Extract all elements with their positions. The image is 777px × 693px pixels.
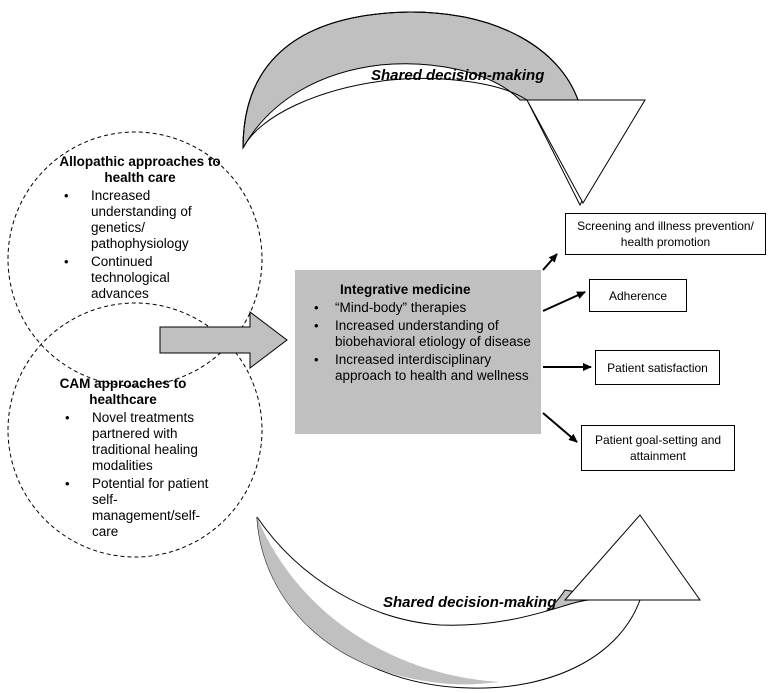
allopathic-circle: [7, 131, 263, 387]
top-arrow-head: [526, 99, 646, 205]
integrative-bullet: Increased understanding of biobehavioral…: [307, 318, 533, 350]
arrow-to-goal-setting: [542, 412, 578, 443]
cam-circle: [7, 302, 263, 558]
bottom-curved-arrow: [256, 514, 701, 689]
cam-bullet-list: Novel treatments partnered with traditio…: [65, 410, 225, 540]
outcome-screening-box: Screening and illness prevention/ health…: [565, 213, 766, 255]
integrative-title: Integrative medicine: [340, 282, 471, 297]
top-arrow-label: Shared decision-making: [371, 67, 545, 84]
bottom-arrow-label: Shared decision-making: [383, 594, 557, 611]
outcome-satisfaction-label: Patient satisfaction: [607, 360, 708, 375]
allopathic-bullet: Continued technological advances: [64, 254, 226, 302]
outcome-screening-label: Screening and illness prevention/ health…: [577, 219, 754, 249]
arrow-to-screening: [542, 253, 558, 271]
outcome-goal-setting-label: Patient goal-setting and attainment: [594, 433, 722, 463]
top-curved-arrow: [242, 11, 646, 207]
outcome-adherence-box: Adherence: [589, 279, 687, 312]
allopathic-bullet: Increased understanding of genetics/ pat…: [64, 188, 226, 252]
allopathic-title: Allopathic approaches to health care: [59, 154, 221, 185]
allopathic-bullet-list: Increased understanding of genetics/ pat…: [64, 188, 226, 302]
outcome-satisfaction-box: Patient satisfaction: [595, 350, 720, 385]
cam-content: CAM approaches to healthcare Novel treat…: [38, 376, 218, 542]
integrative-medicine-box: Integrative medicine “Mind-body” therapi…: [295, 270, 541, 434]
arrow-to-adherence: [542, 291, 586, 312]
integrative-bullet: Increased interdisciplinary approach to …: [307, 352, 533, 384]
top-arrow-outer: [242, 11, 579, 149]
block-arrow-to-integrative: [159, 310, 288, 370]
integrative-bullet-list: “Mind-body” therapies Increased understa…: [307, 300, 533, 384]
cam-bullet: Potential for patient self-management/se…: [65, 476, 225, 540]
outcome-adherence-label: Adherence: [608, 288, 668, 303]
allopathic-content: Allopathic approaches to health care Inc…: [54, 154, 226, 304]
bottom-arrow-head: [563, 514, 701, 601]
outcome-goal-setting-box: Patient goal-setting and attainment: [581, 425, 735, 471]
bottom-arrow-shaded-front: [257, 517, 500, 685]
cam-bullet: Novel treatments partnered with traditio…: [65, 410, 225, 474]
cam-title: CAM approaches to healthcare: [59, 376, 187, 407]
integrative-bullet: “Mind-body” therapies: [307, 300, 533, 316]
